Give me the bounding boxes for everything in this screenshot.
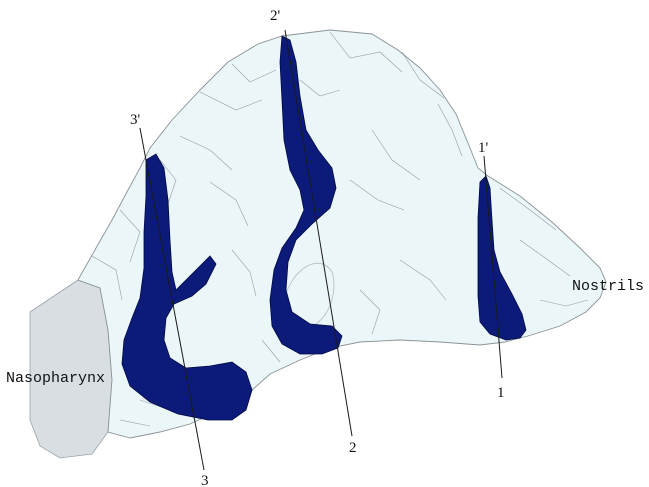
section-label-2: 2 xyxy=(349,440,357,456)
nostrils-label: Nostrils xyxy=(572,278,644,295)
section-label-3: 3 xyxy=(201,473,209,487)
section-label-1-prime: 1' xyxy=(478,140,489,156)
nasopharynx-end-surface xyxy=(30,280,112,458)
nasopharynx-label: Nasopharynx xyxy=(6,370,105,387)
section-label-2-prime: 2' xyxy=(270,8,281,24)
section-label-3-prime: 3' xyxy=(130,112,141,128)
section-label-1: 1 xyxy=(497,385,505,401)
